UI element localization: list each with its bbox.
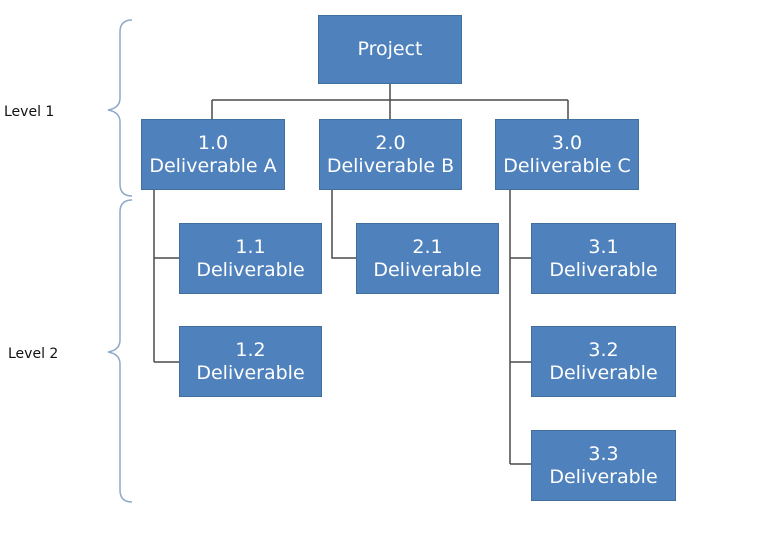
deliverable-2-1-box: 2.1 Deliverable: [356, 223, 499, 294]
branch-c-connector: [509, 190, 531, 465]
level-2-label: Level 2: [8, 346, 59, 362]
deliverable-number: 1.2: [235, 338, 266, 361]
deliverable-a-box: 1.0 Deliverable A: [141, 119, 285, 190]
deliverable-name: Deliverable: [196, 361, 305, 384]
level-1-bracket: [107, 19, 133, 197]
deliverable-name: Deliverable C: [503, 154, 631, 177]
level-2-bracket: [107, 199, 133, 503]
deliverable-number: 3.0: [551, 131, 583, 154]
deliverable-1-2-box: 1.2 Deliverable: [179, 326, 322, 397]
deliverable-number: 2.0: [375, 131, 406, 154]
deliverable-number: 3.2: [588, 338, 619, 361]
deliverable-name: Deliverable: [549, 361, 658, 384]
root-connector: [211, 84, 569, 119]
deliverable-name: Deliverable: [549, 465, 658, 488]
deliverable-name: Deliverable B: [326, 154, 455, 177]
deliverable-number: 3.1: [588, 235, 619, 258]
deliverable-number: 2.1: [412, 235, 443, 258]
level-1-label: Level 1: [4, 104, 55, 120]
branch-b-connector: [331, 190, 356, 259]
deliverable-b-box: 2.0 Deliverable B: [319, 119, 462, 190]
deliverable-name: Deliverable: [196, 258, 305, 281]
branch-a-connector: [153, 190, 179, 363]
deliverable-3-3-box: 3.3 Deliverable: [531, 430, 676, 501]
project-label: Project: [357, 38, 423, 60]
deliverable-name: Deliverable A: [149, 154, 277, 177]
deliverable-number: 3.3: [588, 442, 619, 465]
deliverable-1-1-box: 1.1 Deliverable: [179, 223, 322, 294]
deliverable-3-1-box: 3.1 Deliverable: [531, 223, 676, 294]
deliverable-3-2-box: 3.2 Deliverable: [531, 326, 676, 397]
deliverable-name: Deliverable: [373, 258, 482, 281]
deliverable-number: 1.0: [197, 131, 229, 154]
deliverable-c-box: 3.0 Deliverable C: [495, 119, 639, 190]
project-box: Project: [318, 15, 462, 84]
deliverable-name: Deliverable: [549, 258, 658, 281]
deliverable-number: 1.1: [235, 235, 266, 258]
